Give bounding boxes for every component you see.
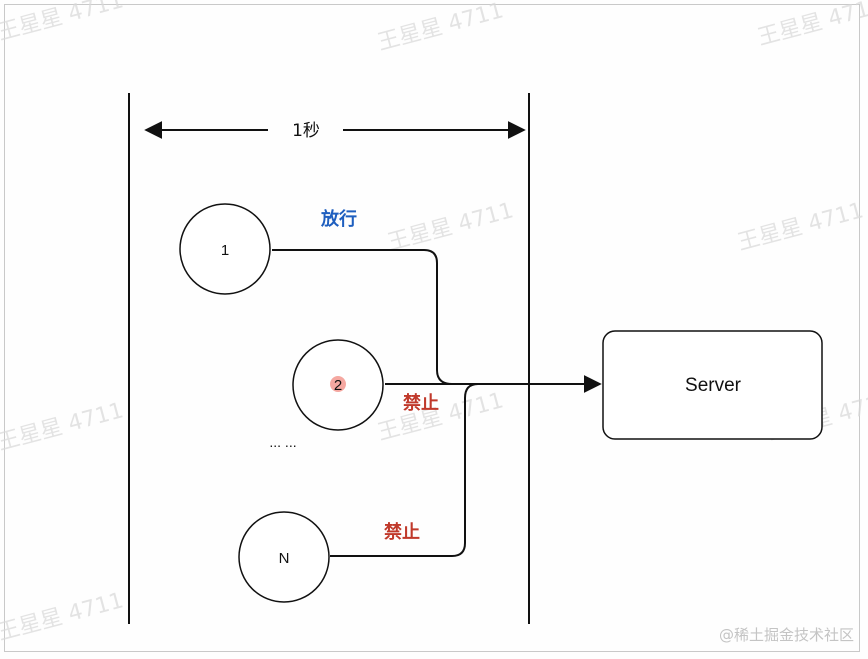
request-node-label: 2 (334, 377, 342, 394)
watermark-text: 王星星 4711 (0, 0, 126, 46)
allow-label: 放行 (320, 208, 357, 230)
watermark-text: 王星星 4711 (735, 198, 866, 256)
server-label: Server (685, 375, 742, 396)
deny-label-2: 禁止 (403, 392, 439, 414)
watermark-text: 王星星 4711 (0, 398, 126, 456)
request-node-1: 1 (179, 203, 271, 295)
request-node-n: N (238, 511, 330, 603)
watermark-credit: @稀土掘金技术社区 (718, 626, 854, 644)
deny-label-n: 禁止 (384, 521, 420, 543)
watermark-text: 王星星 4711 (375, 0, 506, 56)
path-request-n (330, 383, 479, 557)
watermark-text: 王星星 4711 (385, 198, 516, 256)
request-node-label: N (279, 550, 290, 567)
cursor-highlight (330, 376, 346, 392)
ellipsis-more-requests: ... ... (269, 434, 296, 450)
watermark-text: 王星星 4711 (375, 388, 506, 446)
watermark-text: 王星星 4711 (755, 0, 868, 51)
server-box: Server (602, 330, 823, 440)
diagram-frame (4, 4, 860, 652)
request-node-label: 1 (221, 242, 229, 259)
watermark-text: 王星星 4711 (0, 588, 126, 646)
request-node-2: 2 (292, 339, 384, 431)
window-duration-label: 1秒 (292, 121, 320, 141)
